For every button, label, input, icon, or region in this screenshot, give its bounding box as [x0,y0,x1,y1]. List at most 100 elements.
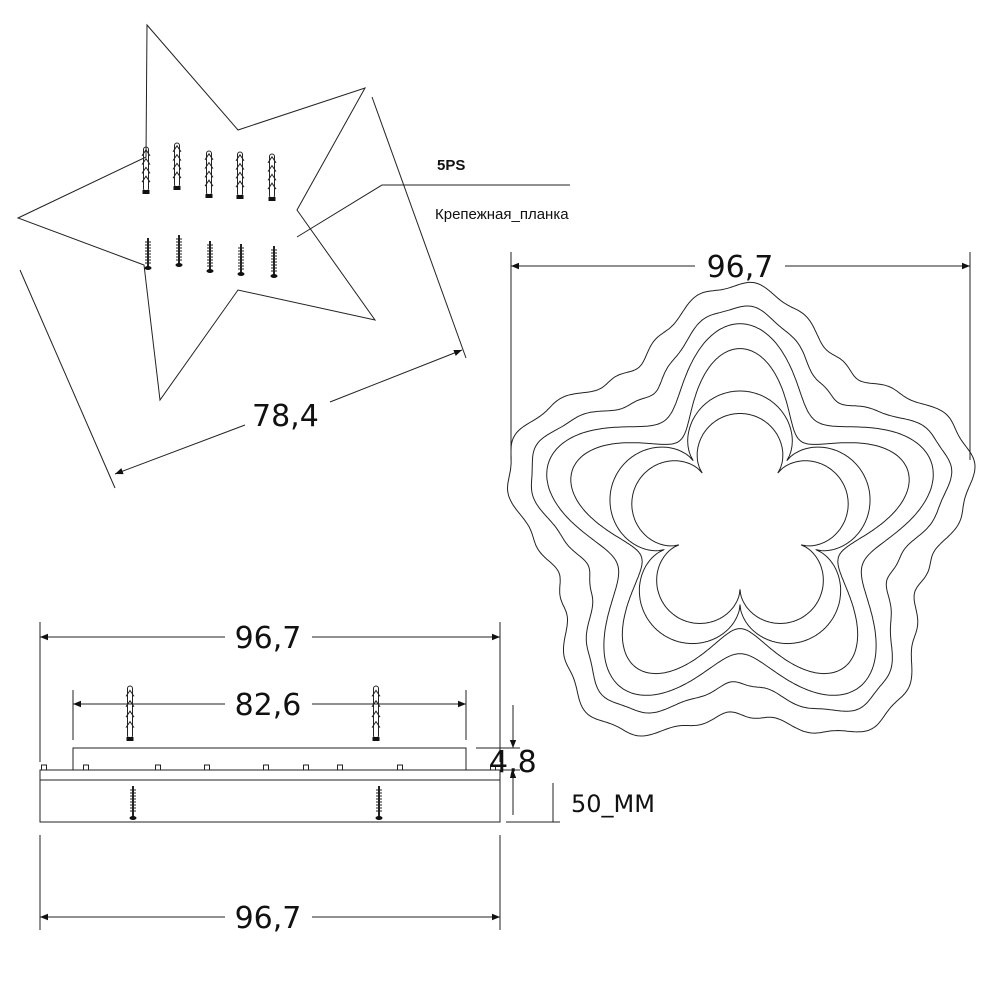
anchor-head [268,197,276,201]
anchor-rib [267,173,277,181]
screw-head [175,263,183,267]
lamp-contour-4 [570,348,910,675]
screw-icon [237,244,245,276]
screw-icon [175,235,183,267]
anchor-rib [371,699,381,708]
anchor-body [174,142,180,188]
screw-head [144,266,152,270]
screw-head [129,816,137,820]
led-stud [155,764,161,771]
anchor-rib [371,689,381,697]
screw-icon [206,241,214,273]
wall-anchors-row [141,142,277,201]
screw-head [237,272,245,276]
part-code: 5PS [437,157,465,174]
anchor-head [142,190,150,194]
dimension-arrow [329,349,463,403]
anchor-rib [172,162,182,170]
anchor-rib [204,170,214,178]
anchor-rib [235,162,245,170]
anchor-rib [125,689,135,697]
led-stud [337,764,343,771]
anchor-rib [204,179,214,187]
anchor-rib [172,144,182,153]
screw-head [270,274,278,278]
wall-anchor-icon [172,142,182,190]
anchor-rib [204,152,214,161]
wall-anchor-icon [235,151,245,199]
lamp-front-view: 96,7 [506,250,976,737]
screws-row [144,235,278,278]
lamp-contour-2 [530,305,953,714]
anchor-rib [267,164,277,172]
screw-icon [144,238,152,270]
wall-anchor-icon [371,685,381,741]
mounting-plate [72,747,467,771]
anchor-head [205,194,213,198]
lamp-side-view: 96,7 82,6 4,8 50_MM 96,7 [39,621,655,936]
anchor-rib [141,166,151,174]
leader-line [296,184,570,238]
led-stud [263,764,269,771]
anchor-head [173,186,181,190]
anchor-rib [235,171,245,179]
anchor-head [236,195,244,199]
screw-head [206,269,214,273]
screw-icon [270,246,278,278]
extension-line [371,96,467,359]
anchor-rib [267,155,277,164]
anchor-rib [172,171,182,179]
dimension-96-7-front: 96,7 [707,250,774,285]
screw-icon [129,786,137,820]
led-stud [397,764,403,771]
wall-anchor-icon [141,146,151,194]
anchor-rib [235,180,245,188]
anchor-rib [235,153,245,162]
part-label: Крепежная_планка [435,206,569,223]
anchor-rib [172,153,182,161]
anchor-rib [141,148,151,157]
dimension-96-7-top: 96,7 [235,621,302,656]
anchor-body [269,153,275,199]
wall-anchor-icon [204,150,214,198]
lamp-contours [506,281,976,737]
screw-head [375,816,383,820]
anchor-head [126,737,134,741]
dimension-82-6: 82,6 [235,688,302,723]
dimension-arrow [114,424,246,475]
lamp-contour-3 [546,323,934,696]
anchor-rib [371,720,381,728]
side-fasteners [125,685,383,820]
led-stud [83,764,89,771]
wall-anchor-icon [267,153,277,201]
anchor-body [237,151,243,197]
dimension-96-7-bottom: 96,7 [235,901,302,936]
lamp-contour-5 [609,390,871,645]
dimension-50mm: 50_MM [571,790,655,818]
dimension-78-4: 78,4 [252,399,319,434]
extension-line [19,269,116,489]
led-stud [303,764,309,771]
anchor-head [372,737,380,741]
anchor-body [206,150,212,196]
screw-icon [375,786,383,820]
anchor-rib [267,182,277,190]
anchor-rib [141,157,151,165]
led-stud [41,764,47,771]
lamp-contour-1 [506,281,976,737]
dimension-4-8: 4,8 [489,745,537,780]
anchor-rib [125,699,135,708]
lamp-contour-6 [631,413,849,624]
wall-anchor-icon [125,685,135,741]
led-stud [204,764,210,771]
anchor-rib [141,175,151,183]
anchor-rib [125,710,135,718]
lamp-body [39,769,501,823]
mounting-plate-top-view: 78,4 5PS Крепежная_планка [16,23,570,489]
led-studs [41,764,496,771]
anchor-rib [204,161,214,169]
anchor-rib [125,720,135,728]
anchor-rib [371,710,381,718]
